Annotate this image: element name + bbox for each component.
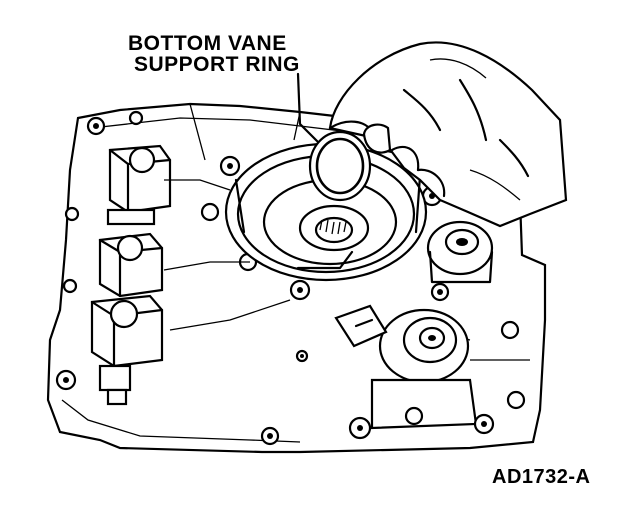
solenoid-lower-right xyxy=(334,304,495,440)
solenoid-upper-left xyxy=(106,144,172,226)
callout-label-line2: SUPPORT RING xyxy=(134,53,300,76)
figure-id-label: AD1732-A xyxy=(492,466,591,488)
callout-label-line1: BOTTOM VANE xyxy=(128,32,287,55)
solenoid-middle-left xyxy=(98,232,164,298)
vane-support-ring xyxy=(308,130,372,202)
solenoid-lower-left xyxy=(90,294,164,406)
hand xyxy=(328,41,568,228)
accumulator-right xyxy=(426,220,494,284)
mounting-holes xyxy=(55,110,526,446)
callout-leader-line xyxy=(296,72,320,144)
